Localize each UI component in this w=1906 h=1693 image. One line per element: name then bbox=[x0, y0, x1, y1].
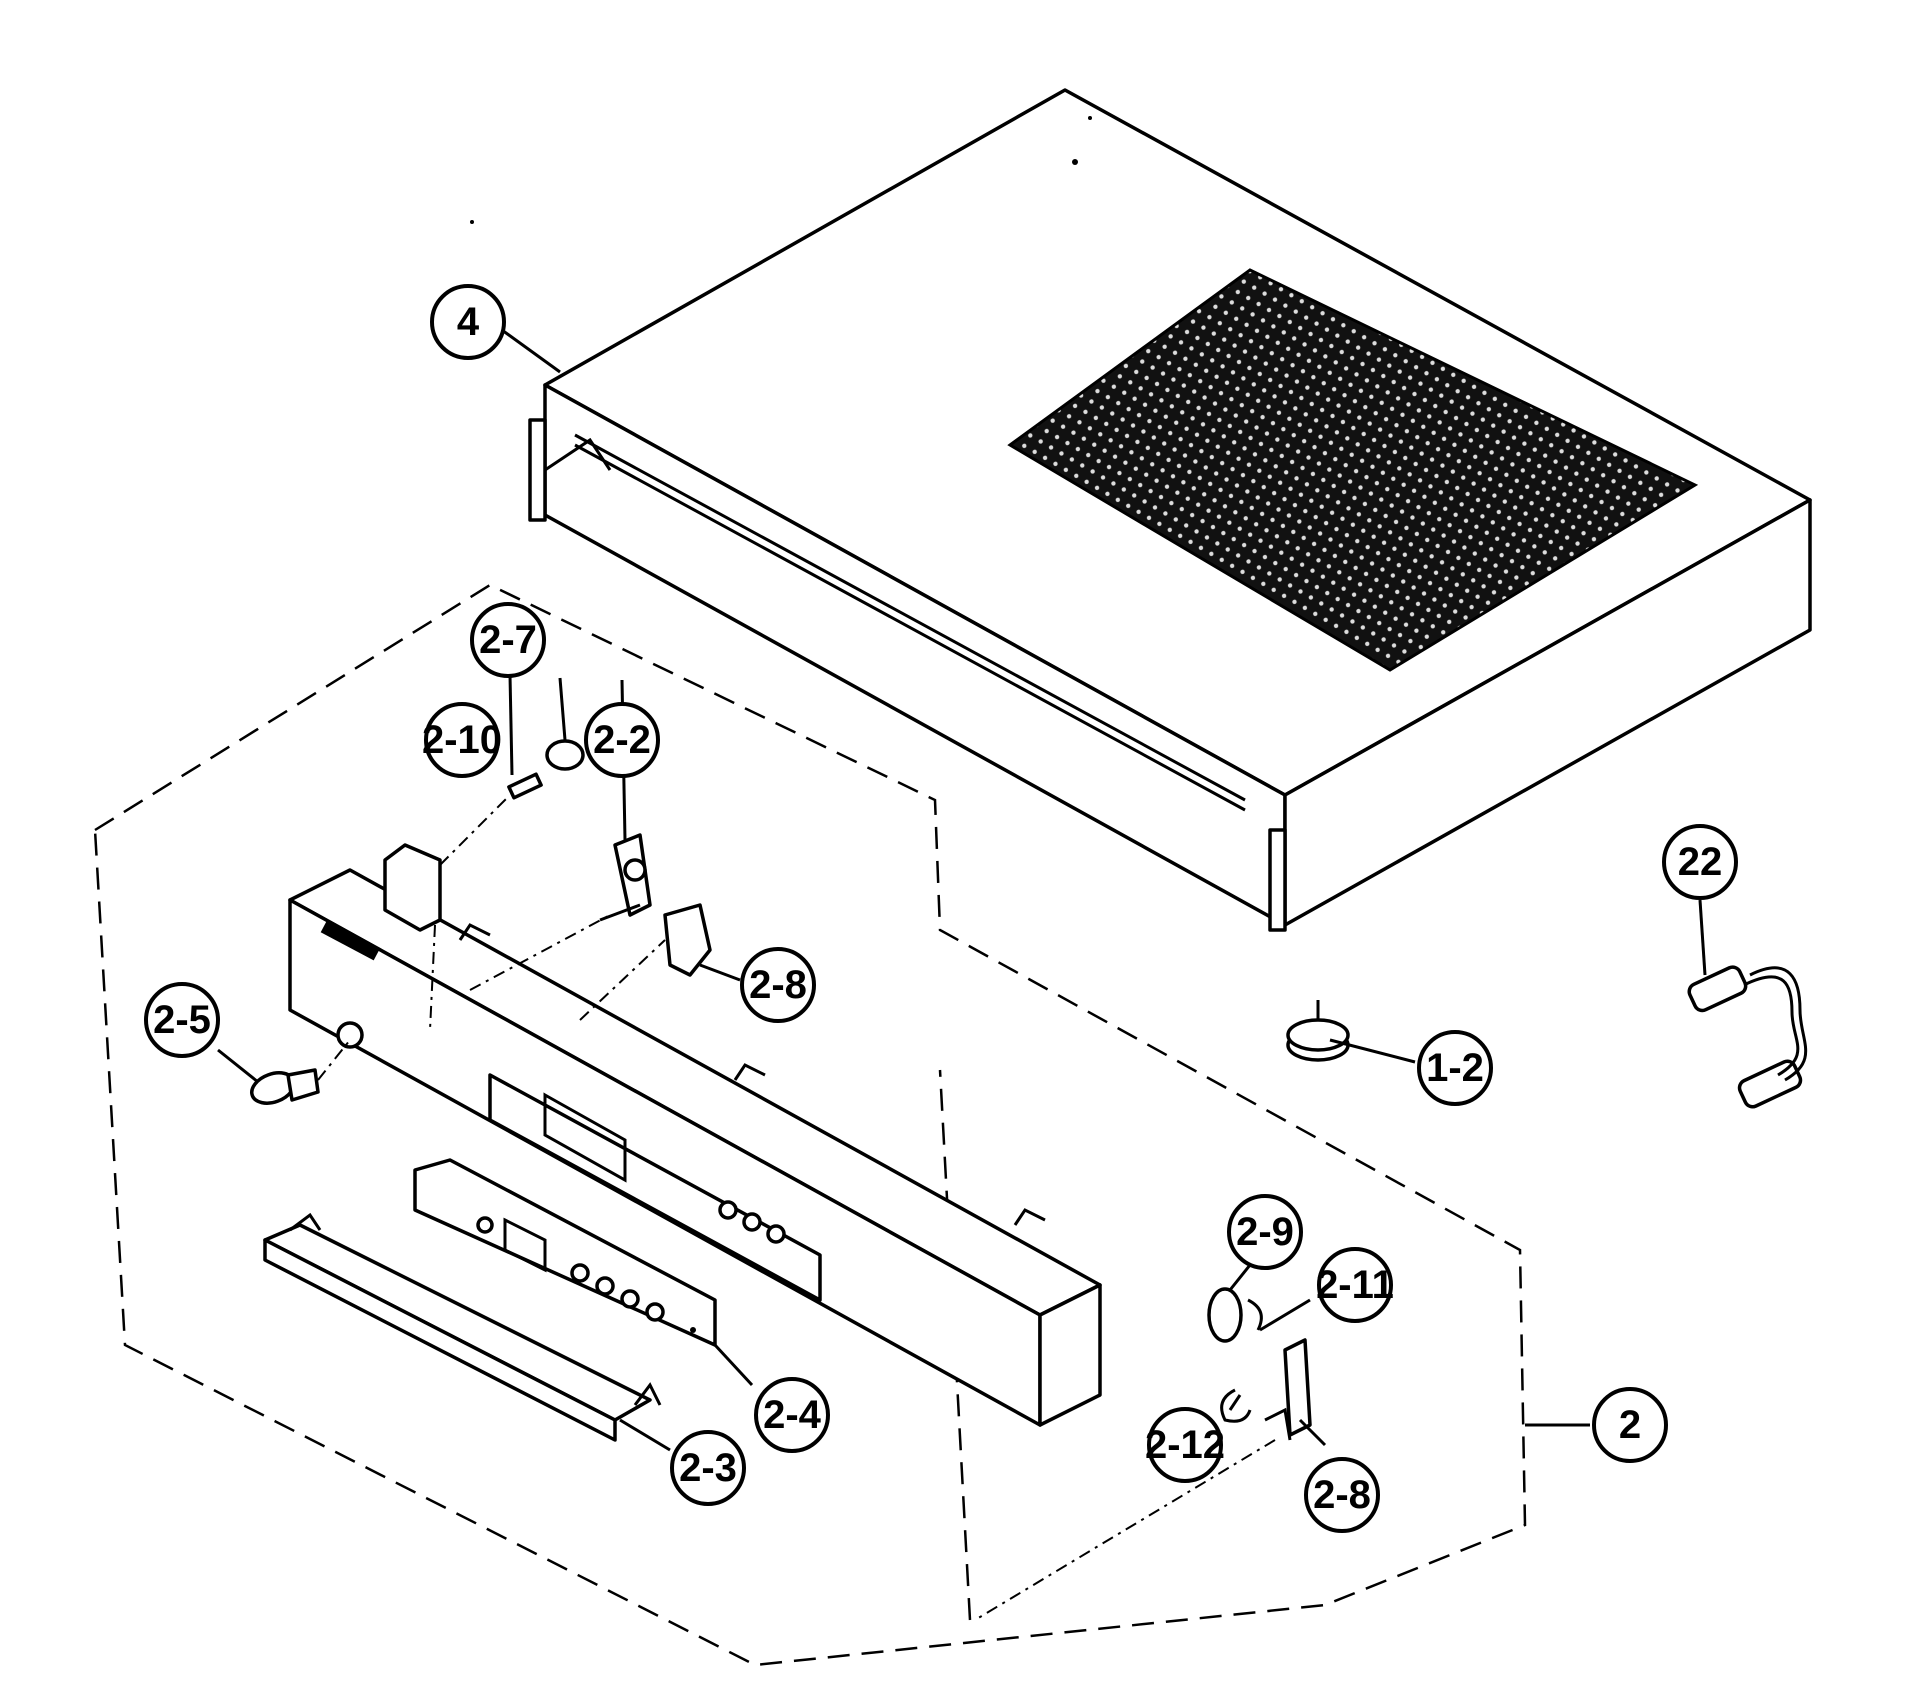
left-bracket bbox=[383, 843, 442, 1031]
callout-2-12: 2-12 bbox=[1145, 1407, 1225, 1483]
callout-2-5: 2-5 bbox=[144, 982, 220, 1058]
callout-2-11-label: 2-11 bbox=[1316, 1263, 1394, 1307]
callout-2-8-lower: 2-8 bbox=[1304, 1457, 1380, 1533]
callout-2-2-label: 2-2 bbox=[593, 718, 651, 762]
callout-22-label: 22 bbox=[1678, 840, 1723, 884]
callout-1-2: 1-2 bbox=[1417, 1030, 1493, 1106]
callout-2-8-upper-label: 2-8 bbox=[749, 963, 807, 1007]
callout-2-10-label: 2-10 bbox=[422, 718, 502, 762]
top-cover bbox=[470, 88, 1812, 932]
callout-2-4-label: 2-4 bbox=[763, 1393, 822, 1437]
callout-2-9: 2-9 bbox=[1227, 1194, 1303, 1270]
callout-2-2: 2-2 bbox=[584, 702, 660, 778]
callout-2-8-lower-label: 2-8 bbox=[1313, 1473, 1371, 1517]
callout-2-9-label: 2-9 bbox=[1236, 1210, 1294, 1254]
faceplate bbox=[413, 1158, 717, 1347]
power-cord bbox=[1687, 965, 1808, 1109]
callout-2-7: 2-7 bbox=[470, 602, 546, 678]
callout-1-2-label: 1-2 bbox=[1426, 1046, 1484, 1090]
ventilation-grille bbox=[1007, 268, 1699, 672]
switch-bracket bbox=[469, 833, 652, 991]
callout-2-3: 2-3 bbox=[670, 1430, 746, 1506]
handle-bar bbox=[263, 1212, 662, 1442]
callout-2-4: 2-4 bbox=[754, 1377, 830, 1453]
callout-2-12-label: 2-12 bbox=[1145, 1423, 1225, 1467]
callout-2-8-upper: 2-8 bbox=[740, 947, 816, 1023]
button-spring-parts bbox=[439, 739, 585, 866]
callout-2-7-label: 2-7 bbox=[479, 618, 537, 662]
callout-2-10: 2-10 bbox=[422, 702, 502, 778]
rubber-foot bbox=[1286, 1000, 1350, 1062]
upper-clip bbox=[579, 903, 712, 1021]
callout-2-3-label: 2-3 bbox=[679, 1446, 737, 1490]
callout-22: 22 bbox=[1662, 824, 1738, 900]
callout-2: 2 bbox=[1592, 1387, 1668, 1463]
control-panel bbox=[288, 868, 1102, 1427]
callout-2-11: 2-11 bbox=[1316, 1247, 1394, 1323]
callout-2-5-label: 2-5 bbox=[153, 998, 211, 1042]
right-switch-parts bbox=[974, 1287, 1312, 1621]
callout-4: 4 bbox=[430, 284, 506, 360]
callout-2-label: 2 bbox=[1619, 1403, 1641, 1447]
callout-4-label: 4 bbox=[457, 300, 480, 344]
knob-part bbox=[250, 1039, 351, 1105]
